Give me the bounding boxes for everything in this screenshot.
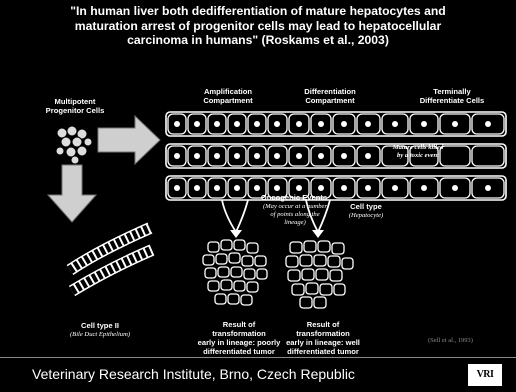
label-terminal: Terminally Differentiate Cells [400,87,504,105]
label-terminal-1: Terminally [400,87,504,96]
label-differentiation-1: Differentiation [290,87,370,96]
label-hepatocyte: (Hepatocyte) [336,212,396,220]
label-mature-1: Mature cells killed [378,144,458,152]
arrow-right [98,116,160,164]
label-differentiation: Differentiation Compartment [290,87,370,105]
label-multipotent-1: Multipotent [40,97,110,106]
label-may-1: (May occur at a number [250,203,340,211]
poorly-differentiated-tumor [203,240,267,305]
label-well-tumor: Result of transformation early in lineag… [280,320,366,356]
label-multipotent-2: Progenitor Cells [40,106,110,115]
label-cell-type: Cell type [336,202,396,211]
label-poor-3: differentiated tumor [196,347,282,356]
label-cell-type-ii: Cell type II [60,321,140,330]
label-well-3: differentiated tumor [280,347,366,356]
label-amplification: Amplification Compartment [188,87,268,105]
arrow-heads [230,230,324,238]
well-differentiated-tumor [286,241,353,308]
footer-institute: Veterinary Research Institute, Brno, Cze… [32,366,355,382]
label-terminal-2: Differentiate Cells [400,96,504,105]
arrow-down [48,165,96,222]
label-may-2: of points along the [250,211,340,219]
label-differentiation-2: Compartment [290,96,370,105]
label-oncogenic: Oncogenic Events [252,193,336,202]
label-multipotent: Multipotent Progenitor Cells [40,97,110,115]
label-poor-1: Result of transformation [196,320,282,338]
label-poor-tumor: Result of transformation early in lineag… [196,320,282,356]
label-may-occur: (May occur at a number of points along t… [250,203,340,227]
label-may-3: lineage) [250,219,340,227]
label-mature-killed: Mature cells killed by a toxic event [378,144,458,160]
bile-duct-cells [70,228,152,291]
label-well-2: early in lineage: well [280,338,366,347]
progenitor-cluster [56,126,92,164]
label-bile-duct: (Bile Duct Epithelium) [50,331,150,339]
label-poor-2: early in lineage: poorly [196,338,282,347]
label-mature-2: by a toxic event [378,152,458,160]
institute-logo: VRI [468,364,502,386]
label-amplification-1: Amplification [188,87,268,96]
label-well-1: Result of transformation [280,320,366,338]
label-amplification-2: Compartment [188,96,268,105]
reference-citation: (Sell et al., 1993) [428,337,473,344]
